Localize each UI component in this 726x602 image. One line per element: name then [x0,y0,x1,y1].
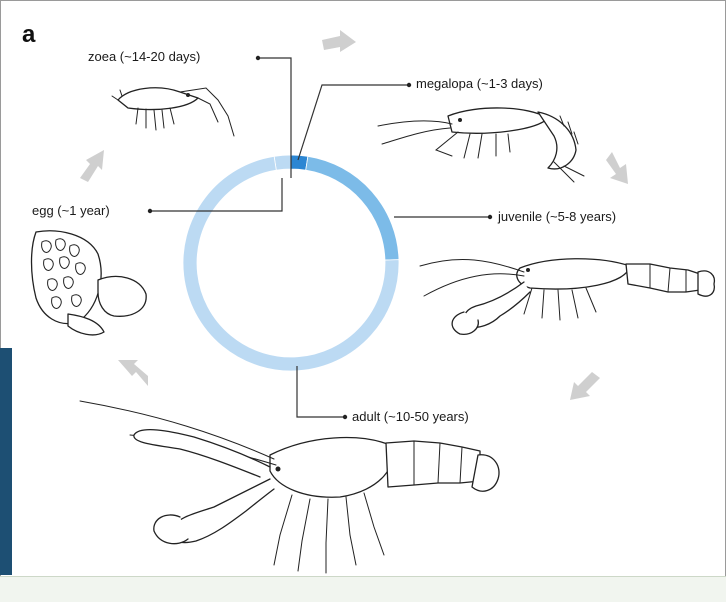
cycle-arrow-right [570,372,600,400]
megalopa-illustration [378,108,584,182]
adult-leader-line [297,366,343,417]
label-megalopa: megalopa (~1-3 days) [416,76,543,91]
adult-leader-dot [343,415,347,419]
egg-leader-dot [148,209,152,213]
ring-segment-megalopa [306,156,399,260]
stage-labels: zoea (~14-20 days) megalopa (~1-3 days) … [32,49,616,424]
label-egg: egg (~1 year) [32,203,110,218]
label-zoea: zoea (~14-20 days) [88,49,200,64]
cycle-arrow-top [322,30,356,52]
cycle-arrow-top-right [606,152,628,184]
zoea-leader-dot [256,56,260,60]
cycle-arrow-bottom-left [118,360,148,386]
cycle-arrow-left [80,150,104,182]
label-juvenile: juvenile (~5-8 years) [497,209,616,224]
juvenile-illustration [420,259,714,335]
label-adult: adult (~10-50 years) [352,409,469,424]
megalopa-leader-dot [407,83,411,87]
egg-illustration [32,231,147,335]
panel-label: a [22,21,36,48]
megalopa-leader-line [298,85,407,160]
zoea-illustration [112,88,234,136]
ring-segment-egg [274,155,291,170]
adult-illustration [80,401,499,573]
life-cycle-ring [183,155,399,371]
juvenile-leader-dot [488,215,492,219]
